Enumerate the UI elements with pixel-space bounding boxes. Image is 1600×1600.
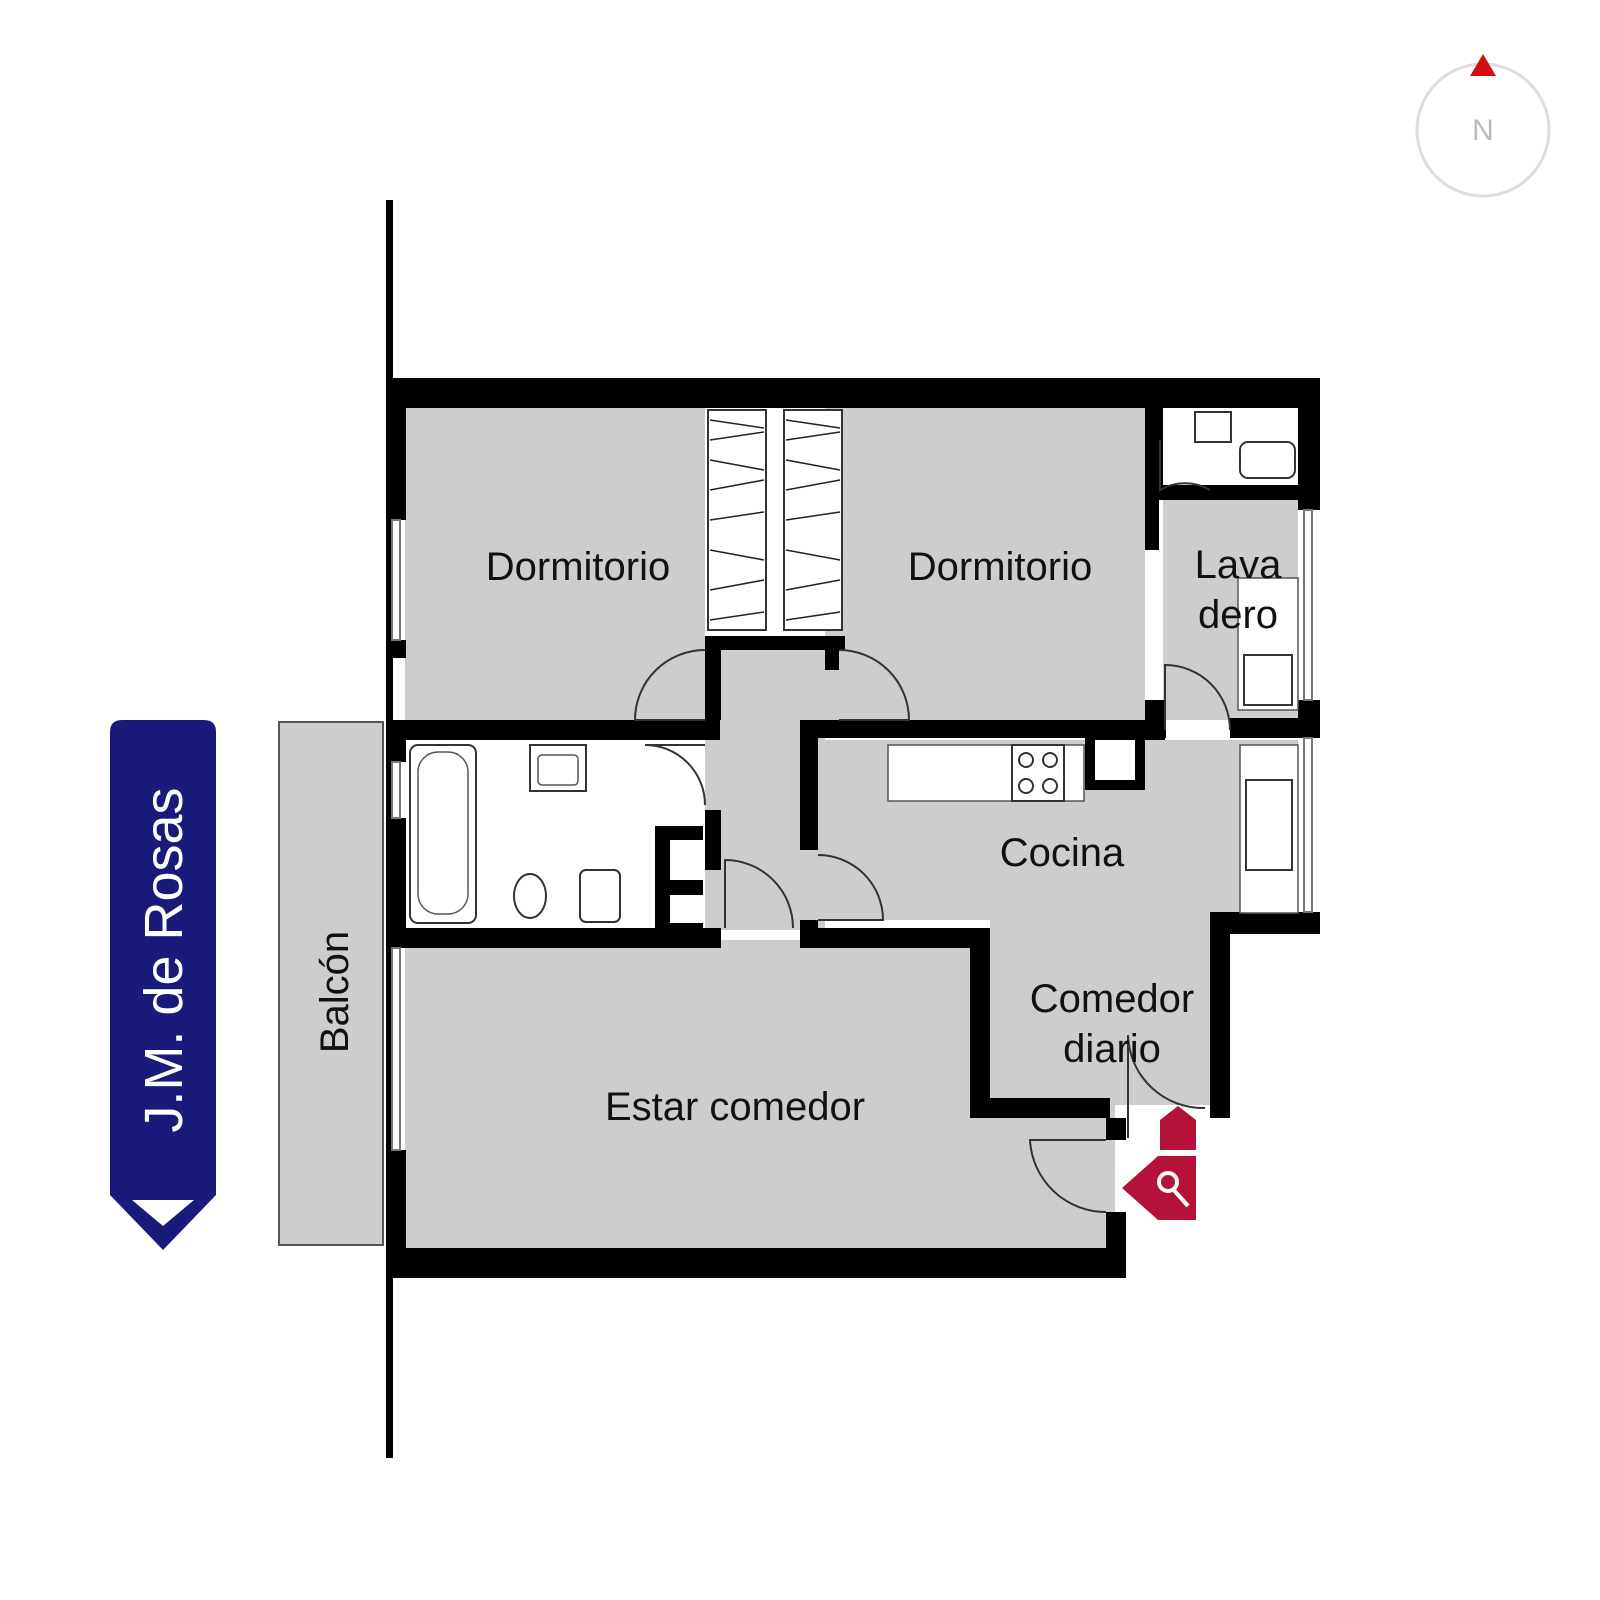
door-cocina [817,854,885,921]
window-lavadero [1303,509,1313,701]
doors [633,440,1231,1214]
walls [386,378,1320,1278]
door-entry [1028,1139,1107,1214]
key-icon [1160,1106,1196,1150]
wall-bathroom-bottom [386,928,720,948]
wc-sink-icon [1194,411,1232,443]
door-bathroom [644,744,706,806]
door-hall-to-estar [724,858,794,929]
window-estar [391,947,401,1151]
street-banner: J.M. de Rosas [110,720,216,1250]
wall-bottom [386,1248,1126,1278]
windows [391,509,1313,1151]
kitchen-sink-icon [1245,779,1293,871]
wardrobe-right [783,409,843,631]
wall-kitchen-top [800,720,1166,738]
door-comedor [1127,1034,1206,1138]
compass-label: N [1472,114,1494,147]
stove-icon [1011,744,1065,802]
label-dormitorio-left: Dormitorio [486,545,670,589]
wall-comedor-left [970,928,990,1118]
label-estar-comedor: Estar comedor [605,1085,865,1129]
balcony-floor [278,721,384,1246]
door-wc [1159,440,1211,492]
label-comedor-2: diario [1063,1027,1161,1071]
wall-comedor-right [1210,912,1230,1118]
floor-dormitorio-left [405,408,705,720]
label-lavadero-2: dero [1198,593,1278,637]
compass-north-arrow-icon [1470,54,1496,76]
wall-top [386,378,1320,408]
wall-left-upper [386,378,406,520]
label-balcon: Balcón [313,931,357,1053]
floor-estar-comedor [405,940,1115,1250]
toilet-icon [513,873,547,919]
label-dormitorio-right: Dormitorio [908,545,1092,589]
door-dormitorio-right [838,649,911,721]
street-direction-arrow-icon [132,1200,194,1226]
compass: N [1415,54,1551,198]
bathtub-icon [409,744,477,924]
floor-dormitorio-right [825,408,1145,720]
window-dormitorio-left [391,519,401,641]
street-name: J.M. de Rosas [134,787,194,1132]
window-cocina [1303,737,1313,913]
wardrobes [707,409,843,631]
label-cocina: Cocina [1000,831,1125,875]
door-lavadero [1164,663,1231,731]
label-lavadero-1: Lava [1195,543,1282,587]
fixtures [409,411,1299,928]
wardrobe-left [707,409,767,631]
wall-wardrobe-bottom [705,636,845,650]
label-comedor-1: Comedor [1030,977,1195,1021]
wc-toilet-icon [1239,441,1296,479]
wall-bathroom-top [386,720,720,740]
street-banner-background [110,720,216,1250]
bidet-icon [579,869,621,923]
laundry-sink-icon [1243,654,1293,706]
window-bathroom [391,761,401,819]
entry-marker [1122,1106,1196,1220]
door-dormitorio-left [633,649,706,721]
